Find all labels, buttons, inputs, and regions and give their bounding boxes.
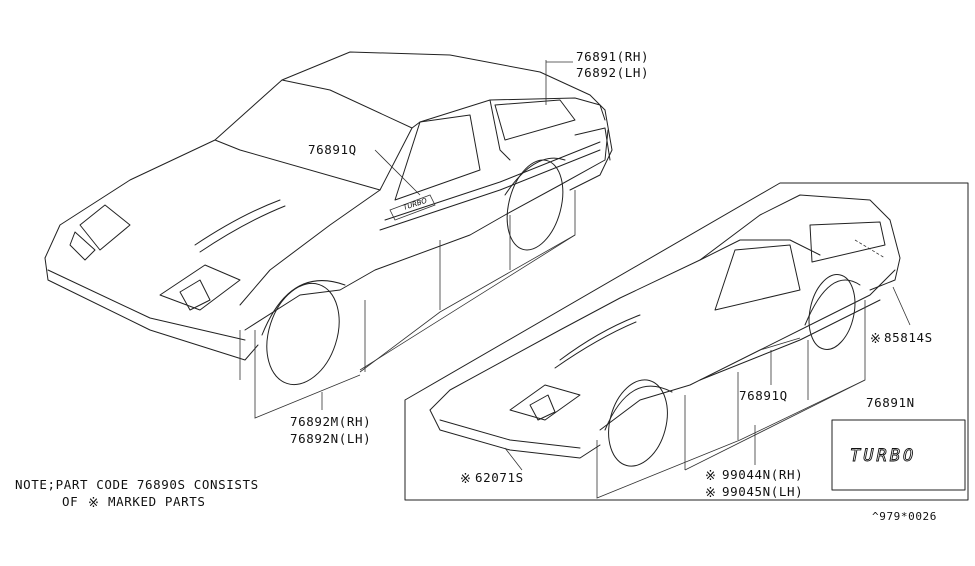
marker-62071s: ※ [460,472,471,487]
label-99045n-lh: 99045N(LH) [722,484,803,499]
note-line-1: NOTE;PART CODE 76890S CONSISTS [15,477,259,492]
part-labels: 76891(RH) 76892(LH) 76891Q 76892M(RH) 76… [290,49,933,501]
label-76892n-lh: 76892N(LH) [290,431,371,446]
label-76891q-bottom: 76891Q [739,388,788,403]
turbo-badge-text: TURBO [850,446,916,466]
note-marker: ※ [88,496,99,511]
marker-85814s: ※ [870,332,881,347]
label-76891-rh: 76891(RH) [576,49,649,64]
label-85814s: 85814S [884,330,933,345]
diagram-code: ^979*0026 [872,510,937,523]
label-62071s: 62071S [475,470,524,485]
note-block: NOTE;PART CODE 76890S CONSISTS OF ※ MARK… [15,477,259,511]
note-line-2-marked: MARKED PARTS [108,494,206,509]
car-bottom-drawing [429,194,901,499]
marker-99045n: ※ [705,486,716,501]
label-76891q-top: 76891Q [308,142,357,157]
turbo-badge-box: TURBO [831,419,966,491]
label-99044n-rh: 99044N(RH) [722,467,803,482]
label-76892m-rh: 76892M(RH) [290,414,371,429]
leader-lines-bottom [504,286,911,471]
leader-lines-top [321,60,573,410]
label-76892-lh: 76892(LH) [576,65,649,80]
marker-99044n: ※ [705,469,716,484]
label-76891n: 76891N [866,395,915,410]
note-line-2-of: OF [62,494,78,509]
car-top-drawing: TURBO [44,51,613,419]
car-bottom-box [404,182,969,501]
